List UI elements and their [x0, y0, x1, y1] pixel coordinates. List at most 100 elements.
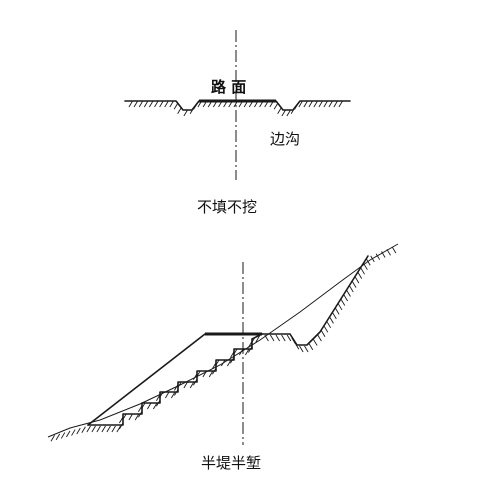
hatch-mark: [332, 312, 337, 320]
ground-hatching-bottom: [50, 246, 397, 442]
hatch-mark: [156, 394, 161, 401]
hatch-mark: [193, 103, 198, 110]
hatch-mark: [101, 425, 106, 433]
hatch-mark: [245, 348, 250, 356]
hatch-mark: [128, 100, 133, 108]
hatch-mark: [196, 370, 201, 378]
hatch-mark: [81, 426, 86, 433]
hatch-mark: [171, 391, 176, 399]
hatch-mark: [147, 402, 152, 410]
side-ditch-label: 边沟: [270, 130, 300, 148]
hatch-mark: [141, 402, 146, 410]
hatch-mark: [189, 381, 195, 389]
hatch-mark: [363, 263, 368, 270]
hatch-mark: [116, 425, 121, 433]
hatch-mark: [313, 339, 318, 346]
hatch-mark: [165, 391, 170, 399]
hatch-mark: [86, 425, 91, 433]
hatch-mark: [270, 334, 275, 342]
hatch-mark: [173, 103, 179, 110]
hatch-mark: [76, 427, 81, 435]
hatch-mark: [212, 368, 217, 375]
hatch-mark: [208, 370, 214, 378]
hatch-mark: [177, 381, 182, 389]
hatch-mark: [228, 100, 233, 108]
hatch-mark: [291, 337, 296, 344]
hatch-mark: [153, 402, 158, 410]
hatch-mark: [303, 100, 308, 108]
hatch-mark: [304, 345, 309, 353]
hatch-mark: [197, 100, 202, 108]
hatch-mark: [243, 100, 249, 108]
hatch-mark: [343, 294, 348, 302]
hatch-mark: [335, 308, 340, 315]
hatch-mark: [177, 107, 182, 114]
hatch-mark: [106, 425, 111, 433]
hatch-mark: [354, 276, 360, 284]
hatch-mark: [326, 321, 332, 329]
hatch-mark: [233, 100, 238, 108]
hatch-mark: [227, 359, 232, 367]
half-fill-half-cut-section: 半堤半堑: [47, 243, 399, 472]
hatch-mark: [119, 422, 124, 430]
hatch-mark: [298, 100, 303, 108]
hatch-mark: [55, 433, 61, 441]
hatch-mark: [223, 100, 228, 108]
hatch-mark: [212, 100, 218, 108]
hatch-mark: [281, 334, 286, 342]
hatch-mark: [250, 337, 255, 345]
embankment-fill-slope: [87, 333, 263, 426]
hatch-mark: [133, 100, 139, 108]
hatch-mark: [352, 281, 357, 288]
hatch-mark: [308, 343, 314, 351]
hatch-mark: [370, 255, 375, 263]
hatch-mark: [323, 100, 328, 108]
hatch-mark: [273, 103, 279, 110]
hatch-mark: [264, 100, 269, 108]
hatch-mark: [286, 334, 292, 342]
hatch-mark: [328, 100, 333, 108]
hatch-mark: [255, 335, 260, 343]
hatch-mark: [323, 326, 329, 333]
hatch-mark: [248, 100, 254, 108]
hatch-mark: [340, 299, 346, 306]
hatch-mark: [338, 100, 343, 108]
hatch-mark: [360, 267, 365, 275]
hatch-mark: [169, 100, 174, 108]
hatch-mark: [294, 343, 300, 350]
hatch-mark: [230, 351, 235, 358]
hatch-mark: [128, 413, 133, 421]
bottom-caption: 半堤半堑: [201, 454, 261, 472]
hatch-mark: [346, 290, 351, 297]
original-ground-line: [47, 243, 399, 438]
hatch-mark: [71, 429, 76, 436]
hatch-mark: [154, 100, 159, 108]
hatch-mark: [275, 334, 280, 342]
hatch-mark: [119, 416, 124, 424]
benched-foundation-steps: [87, 333, 263, 426]
hatch-mark: [122, 413, 127, 421]
hatch-mark: [221, 359, 226, 367]
hatch-mark: [159, 391, 164, 399]
hatch-mark: [111, 425, 116, 433]
hatch-mark: [308, 100, 313, 108]
hatch-mark: [174, 389, 179, 396]
hatch-mark: [349, 285, 354, 293]
hatch-mark: [164, 100, 169, 108]
hatch-mark: [207, 100, 213, 108]
hatch-mark: [238, 100, 244, 108]
hatch-mark: [317, 334, 322, 342]
hatch-mark: [294, 103, 299, 110]
hatch-mark: [66, 430, 71, 438]
hatch-mark: [333, 100, 338, 108]
hatch-mark: [248, 346, 253, 353]
hatch-mark: [381, 251, 386, 258]
hatch-mark: [183, 381, 188, 389]
hatch-mark: [375, 253, 381, 260]
hatch-mark: [329, 317, 334, 324]
hatch-mark: [96, 425, 101, 433]
hatch-mark: [239, 348, 244, 356]
hatch-mark: [230, 357, 235, 364]
hatch-mark: [321, 330, 326, 337]
